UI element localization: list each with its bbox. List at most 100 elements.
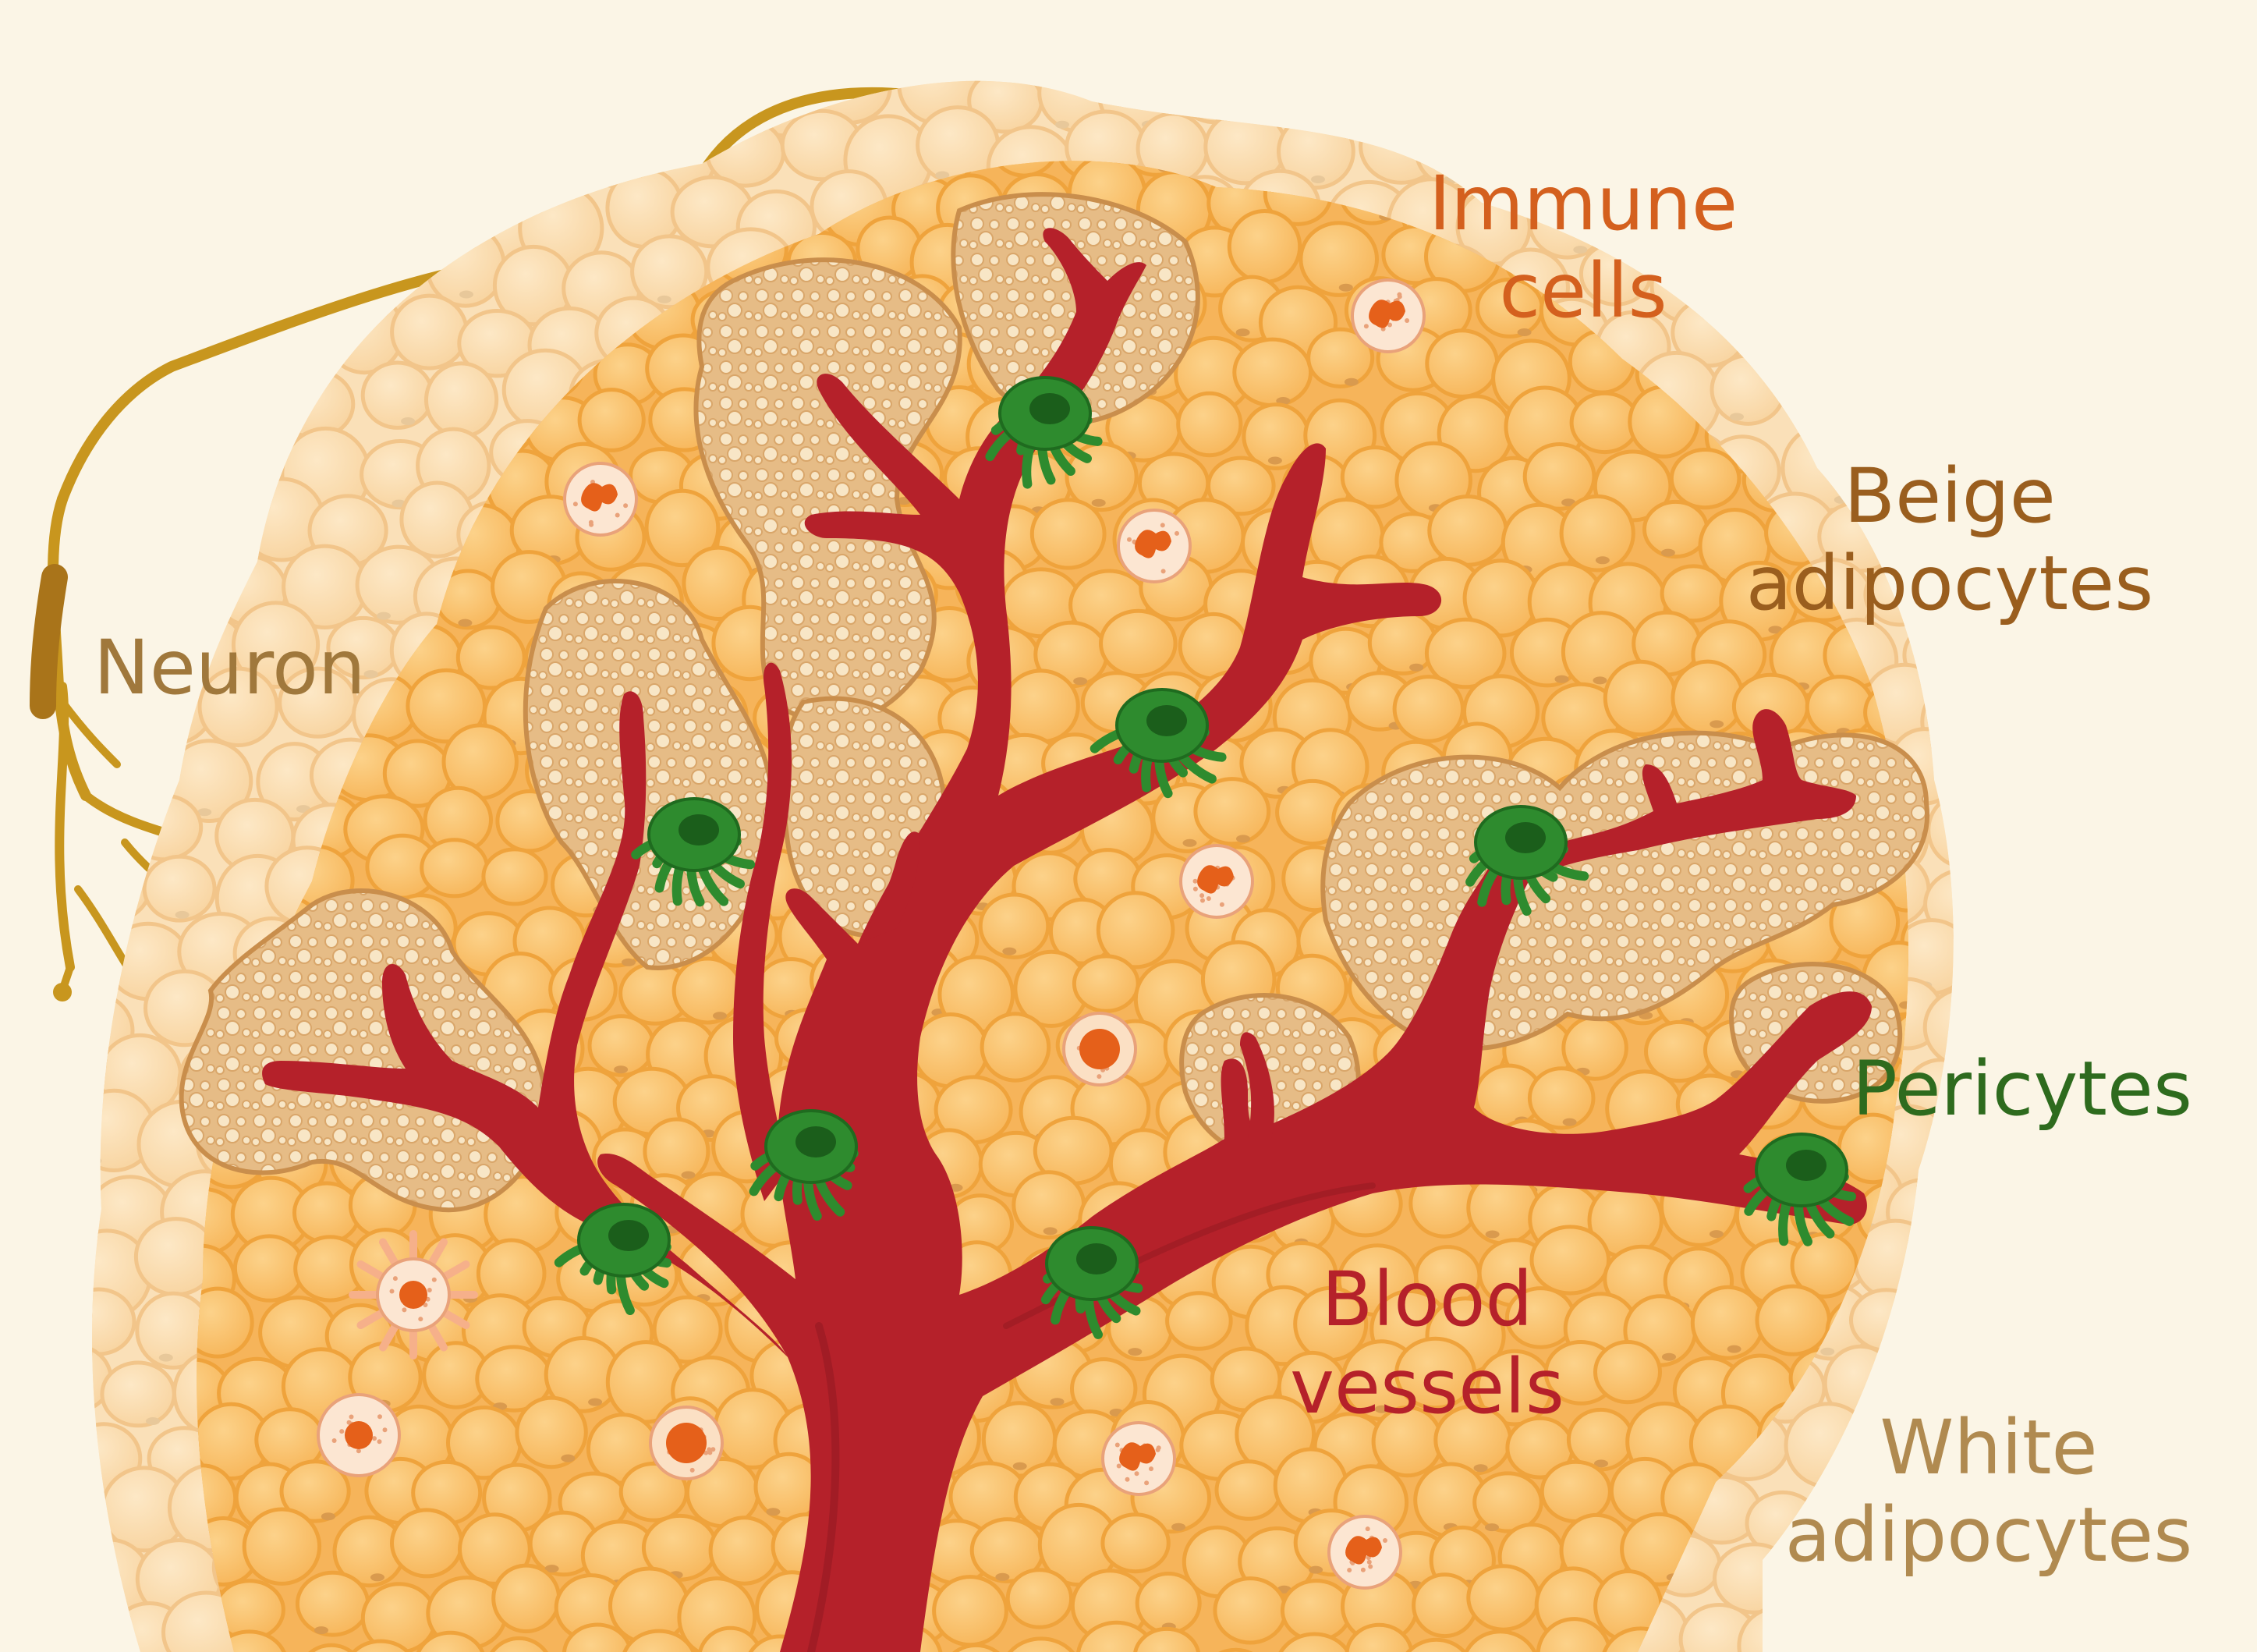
pericyte-nucleus (608, 1220, 649, 1251)
adipocyte-nucleus (1043, 1227, 1058, 1235)
pericyte-nucleus (795, 1126, 836, 1157)
adipocyte-nucleus (1091, 498, 1106, 507)
adipocyte-nucleus (1573, 246, 1588, 254)
adipocyte-nucleus (1338, 283, 1353, 292)
adipocyte-nucleus (1171, 1523, 1186, 1531)
pericyte-nucleus (1786, 1150, 1827, 1181)
immune-cell-macrophage (317, 1393, 401, 1477)
adipocyte (1206, 456, 1276, 516)
adipocyte-nucleus (146, 1417, 160, 1425)
adipocyte-nucleus (197, 808, 212, 817)
adipocyte-nucleus (1554, 675, 1569, 683)
adipocyte (242, 1507, 322, 1586)
label-neuron: Neuron (94, 624, 366, 711)
adipocyte-nucleus (1517, 328, 1532, 336)
adipocyte (1001, 668, 1080, 744)
label-white-line2: adipocytes (1784, 1491, 2193, 1579)
adipocyte-nucleus (1002, 947, 1017, 955)
adipocyte (1669, 448, 1741, 510)
adipocyte (142, 854, 217, 923)
adipocyte-nucleus (622, 958, 636, 966)
adipocyte (1755, 1284, 1831, 1356)
adipocyte (390, 293, 469, 370)
adipocyte (932, 1575, 1008, 1647)
adipocyte-nucleus (1309, 1565, 1323, 1574)
adipocyte-nucleus (1710, 720, 1724, 729)
adipocyte-nucleus (588, 1398, 603, 1406)
adipocyte (708, 1516, 781, 1586)
adipocyte (1642, 499, 1710, 559)
adipocyte (980, 1012, 1051, 1083)
adipocyte-nucleus (935, 171, 950, 179)
label-beige-line1: Beige (1844, 452, 2056, 540)
immune-cell-neutrophil (1179, 844, 1254, 919)
adipocyte (1522, 442, 1596, 511)
adipocyte (1472, 1471, 1543, 1533)
adipocyte-nucleus (713, 1012, 727, 1020)
label-immune-cells: Immune cells (1396, 160, 1770, 335)
adipocyte-nucleus (1236, 835, 1250, 843)
adipocyte-nucleus (1182, 838, 1197, 847)
adipocyte-nucleus (1595, 556, 1610, 565)
immune-cell-lymphocyte (1062, 1012, 1137, 1087)
adipocyte-nucleus (1235, 328, 1250, 337)
adipocyte (231, 601, 321, 690)
adipocyte (1214, 1459, 1283, 1521)
adipocyte (100, 1360, 176, 1428)
adipocyte (390, 1508, 464, 1579)
adipocyte (1072, 954, 1140, 1013)
adipocyte (1099, 608, 1178, 679)
adipocyte (1424, 617, 1507, 690)
pericyte-nucleus (1029, 393, 1070, 424)
adipocyte (1603, 659, 1678, 737)
adipocyte-nucleus (458, 619, 473, 627)
adipocyte-nucleus (1820, 1347, 1835, 1356)
pericyte-nucleus (679, 814, 719, 845)
adipocyte-nucleus (1012, 1462, 1027, 1470)
adipocyte-nucleus (1473, 1464, 1488, 1473)
adipocyte-nucleus (561, 1454, 576, 1462)
adipocyte (1232, 337, 1313, 408)
adipocyte (1527, 1066, 1596, 1130)
adipocyte (1392, 675, 1465, 743)
pericyte-nucleus (1146, 705, 1187, 736)
label-white-line1: White (1880, 1404, 2098, 1491)
adipocyte-nucleus (1662, 1352, 1676, 1361)
adipocyte-nucleus (377, 612, 391, 620)
adipocyte (1005, 1568, 1074, 1629)
label-immune-line2: cells (1499, 247, 1667, 335)
adipocyte (1922, 986, 1954, 1069)
label-beige-line2: adipocytes (1745, 540, 2154, 627)
adipocyte-nucleus (1055, 120, 1069, 129)
adipocyte-nucleus (1485, 1523, 1499, 1532)
label-immune-line1: Immune (1428, 160, 1738, 247)
adipocyte (360, 360, 434, 430)
myelin-sheath (30, 564, 68, 719)
adipocyte (1427, 495, 1508, 567)
adipocyte (420, 838, 489, 899)
pericyte-nucleus (1076, 1243, 1117, 1274)
adipocyte-nucleus (401, 417, 416, 425)
adipocyte (1540, 1459, 1612, 1524)
pericyte-nucleus (1505, 822, 1546, 853)
adipocyte (1593, 1340, 1662, 1405)
immune-cell-neutrophil (1117, 509, 1192, 583)
adipocyte (671, 956, 743, 1025)
adipocyte-nucleus (1409, 663, 1424, 672)
adipocyte-nucleus (158, 1353, 173, 1362)
immune-cell-neutrophil (1101, 1421, 1176, 1496)
adipocyte-nucleus (1128, 1348, 1143, 1356)
adipocyte (644, 488, 721, 568)
adipocyte (1193, 777, 1271, 846)
adipocyte (424, 361, 499, 439)
adipocyte (643, 1117, 710, 1186)
adipocyte-nucleus (1485, 1230, 1500, 1239)
adipocyte-nucleus (1267, 456, 1282, 465)
adipocyte (1213, 1576, 1288, 1645)
adipocyte-nucleus (363, 670, 378, 679)
immune-cell-lymphocyte (649, 1406, 724, 1480)
adipocyte (197, 666, 279, 747)
adipocyte-nucleus (1344, 378, 1359, 386)
adipocyte-nucleus (1730, 413, 1744, 421)
